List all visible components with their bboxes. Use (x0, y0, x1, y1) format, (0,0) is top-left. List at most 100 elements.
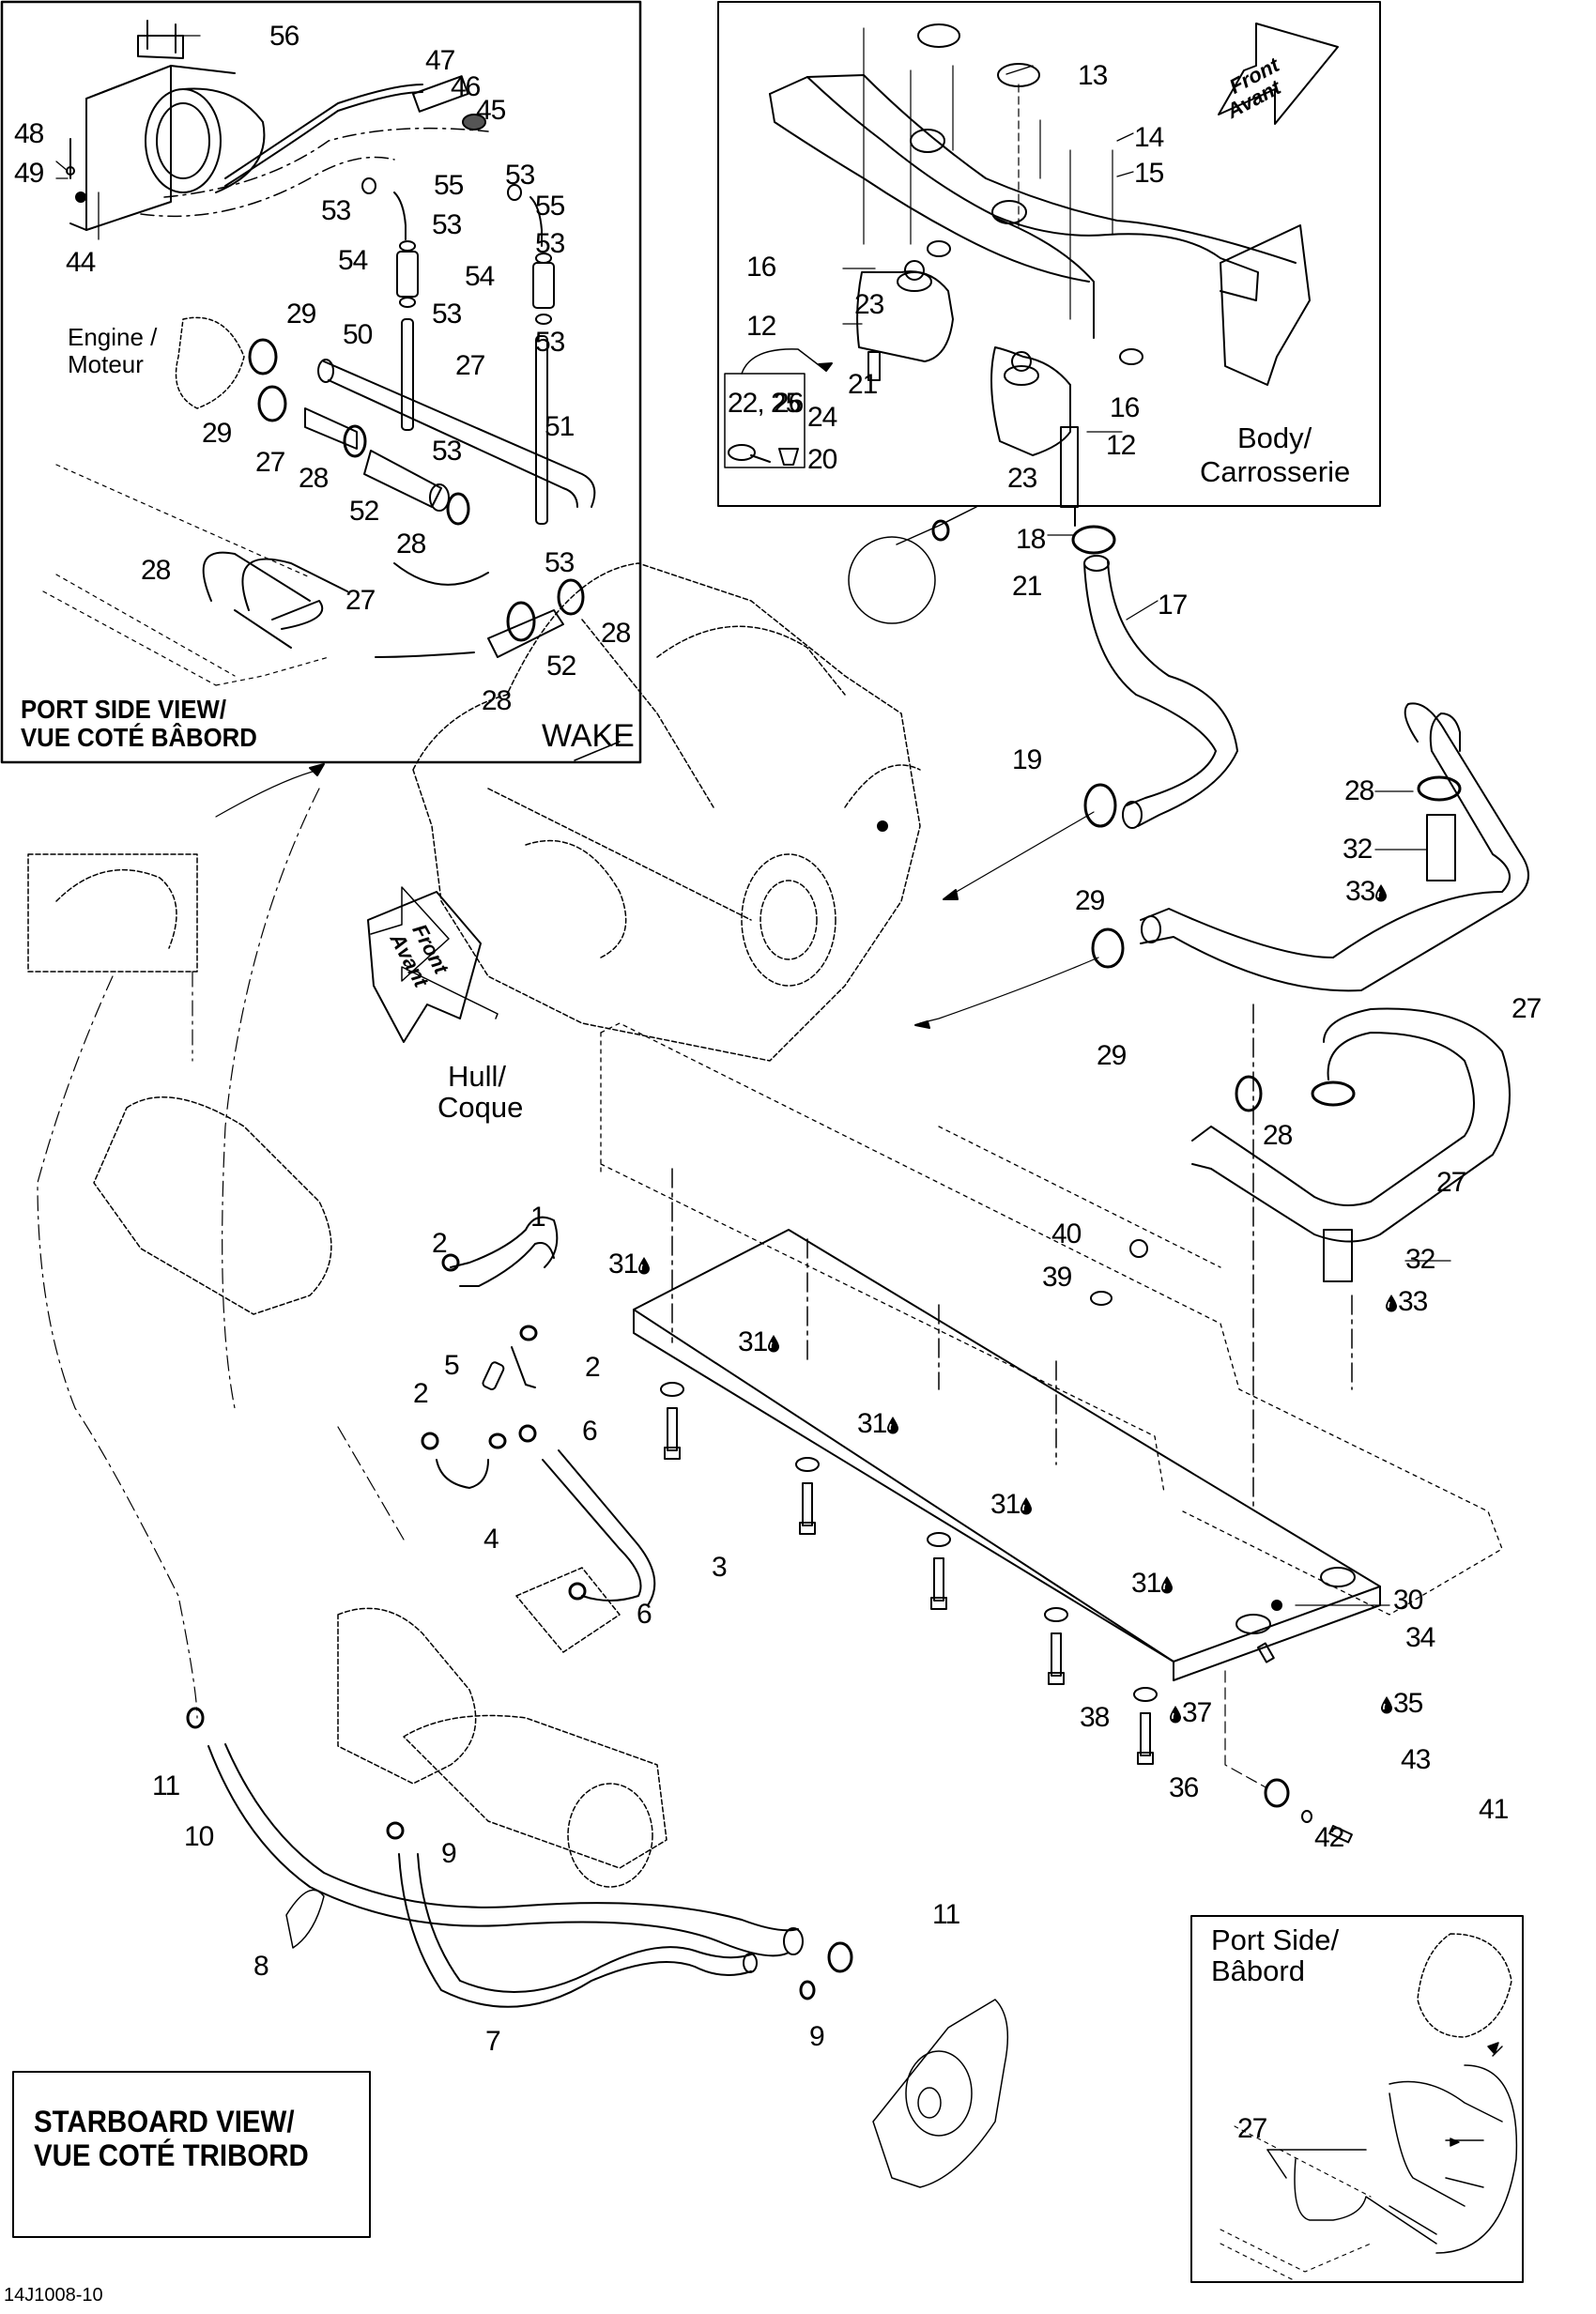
callout-54: 54 (465, 261, 495, 292)
callout-53: 53 (545, 547, 575, 578)
starboard-view-title-1: STARBOARD VIEW/ (34, 2105, 295, 2138)
callout-number: 16 (746, 252, 776, 283)
callout-number: 31 (990, 1489, 1021, 1520)
callout-19: 19 (1012, 746, 1042, 774)
callout-number: 28 (396, 529, 426, 559)
callout-31: 31 (857, 1410, 899, 1438)
callout-23: 23 (1007, 465, 1037, 493)
clip-detail-box (724, 373, 806, 468)
port-detail-title-2: Bâbord (1211, 1954, 1305, 1987)
leader-dashlines (37, 788, 405, 1719)
callout-number: 27 (455, 350, 485, 381)
callout-number: 33 (1345, 876, 1375, 907)
callout-number: 53 (321, 195, 351, 226)
port-side-inset-frame (0, 0, 642, 764)
callout-number: 11 (932, 1899, 960, 1930)
callout-43: 43 (1401, 1746, 1431, 1774)
callout-leaders (55, 35, 1451, 1606)
callout-28: 28 (1263, 1120, 1293, 1151)
callout-number: 51 (545, 411, 575, 442)
callout-number: 54 (338, 245, 368, 276)
callout-44: 44 (66, 247, 96, 278)
callout-number: 17 (1158, 590, 1188, 621)
callout-32: 32 (1405, 1246, 1435, 1274)
callout-2: 2 (413, 1380, 429, 1408)
callout-48: 48 (14, 120, 44, 148)
callout-38: 38 (1080, 1704, 1110, 1732)
callout-number: 54 (465, 261, 495, 292)
callout-number: 44 (66, 247, 96, 278)
clip-detail-icons (728, 444, 799, 466)
callout-31: 31 (738, 1328, 780, 1356)
callout-55: 55 (434, 172, 464, 200)
callout-number: 12 (746, 311, 776, 342)
callout-number: 5 (444, 1350, 460, 1381)
port-detail-deck (1220, 2125, 1372, 2282)
heater-assembly-drawing (66, 20, 486, 231)
callout-50: 50 (343, 321, 373, 349)
callout-41: 41 (1479, 1796, 1509, 1824)
callout-number: 2 (432, 1228, 448, 1259)
callout-number: 31 (738, 1326, 768, 1357)
callout-number: 47 (425, 45, 455, 76)
callout-number: 29 (286, 299, 316, 329)
callout-53: 53 (321, 195, 351, 226)
callout-4: 4 (483, 1525, 499, 1554)
callout-52: 52 (546, 652, 576, 681)
callout-number: 27 (1512, 993, 1542, 1024)
callout-11: 11 (152, 1772, 180, 1801)
engine-sketch (175, 316, 245, 409)
callout-number: 53 (545, 547, 575, 578)
callout-2: 2 (432, 1228, 448, 1259)
hoses-1-to-6-drawing (421, 1216, 656, 1606)
callout-39: 39 (1042, 1264, 1072, 1292)
callout-7: 7 (485, 2028, 501, 2056)
callout-29: 29 (202, 420, 232, 448)
callout-16: 16 (1110, 394, 1140, 422)
callout-16: 16 (746, 252, 776, 283)
callout-35: 35 (1380, 1690, 1423, 1718)
callout-34: 34 (1405, 1624, 1435, 1652)
hose-27-right-drawing (914, 702, 1529, 1029)
callout-29: 29 (286, 299, 316, 329)
callout-51: 51 (545, 411, 575, 442)
callout-53: 53 (535, 329, 565, 357)
callout-number: 21 (1012, 571, 1042, 602)
callout-number: 53 (432, 436, 462, 467)
callout-30: 30 (1393, 1586, 1423, 1615)
callout-number: 32 (1405, 1244, 1435, 1275)
callout-number: 31 (1131, 1568, 1161, 1599)
port-detail-inset-frame (1190, 1915, 1524, 2283)
callout-13: 13 (1078, 62, 1108, 90)
callout-9: 9 (441, 1838, 457, 1869)
callout-28: 28 (299, 465, 329, 493)
callout-3: 3 (712, 1554, 728, 1582)
callout-number: 46 (451, 71, 481, 102)
callout-number: 14 (1134, 122, 1164, 153)
callout-1: 1 (530, 1203, 546, 1232)
callout-number: 12 (1106, 430, 1136, 461)
callout-28: 28 (141, 557, 171, 585)
callout-55: 55 (535, 192, 565, 221)
callout-17: 17 (1158, 590, 1188, 621)
callout-number: 37 (1182, 1697, 1212, 1728)
starboard-view-title-2: VUE COTÉ TRIBORD (34, 2138, 309, 2172)
callout-56: 56 (269, 23, 299, 51)
callout-number: 28 (1263, 1120, 1293, 1151)
callout-53: 53 (535, 230, 565, 258)
hose-17-drawing (943, 525, 1238, 900)
callout-28: 28 (396, 529, 426, 559)
callout-number: 10 (184, 1821, 214, 1852)
callout-47: 47 (425, 45, 455, 76)
callout-number: 40 (1051, 1218, 1082, 1249)
callout-number: 29 (1097, 1040, 1127, 1071)
callout-22-25: 22, 25 (728, 388, 801, 419)
port-side-view-title-2: VUE COTÉ BÂBORD (21, 723, 257, 752)
callout-number: 9 (441, 1838, 457, 1869)
callout-number: 36 (1169, 1772, 1199, 1803)
callout-number: 27 (1436, 1167, 1466, 1198)
sealant-drop-icon (886, 1416, 899, 1434)
callout-46: 46 (451, 71, 481, 102)
callout-11: 11 (932, 1899, 960, 1930)
